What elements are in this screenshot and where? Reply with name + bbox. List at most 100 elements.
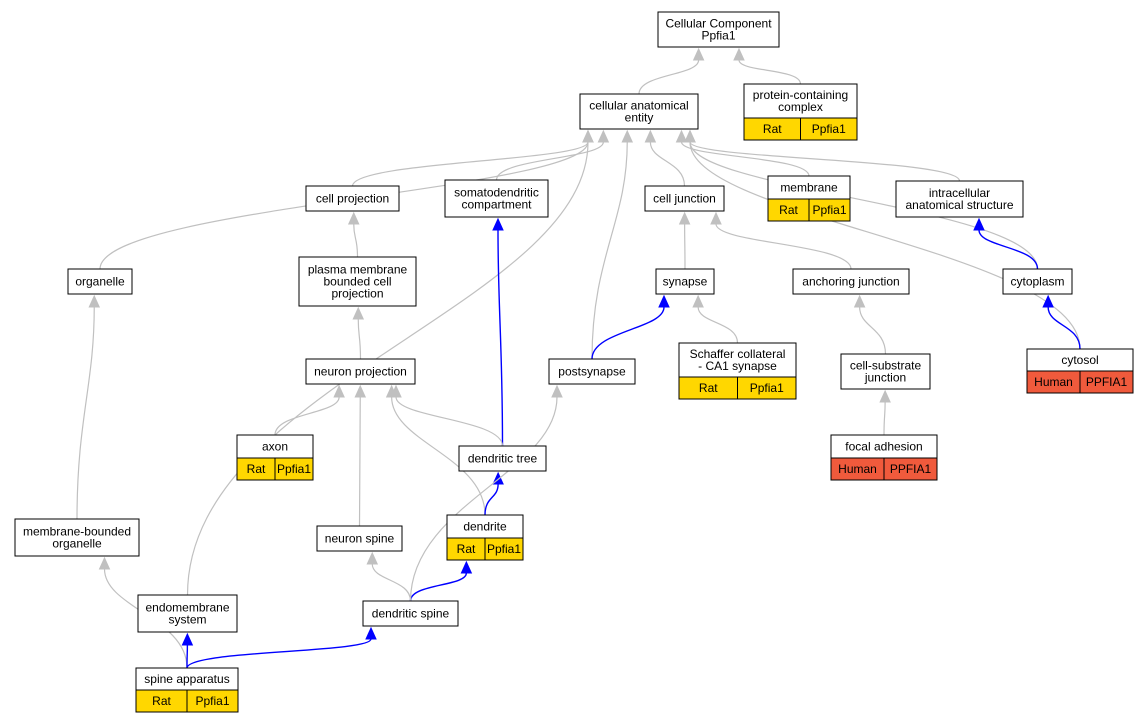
node-label: entity — [625, 111, 654, 125]
node-box — [678, 342, 797, 378]
node-postsynapse[interactable]: postsynapse — [548, 358, 636, 385]
node-label: cytosol — [1061, 353, 1098, 367]
node-label: anatomical structure — [905, 198, 1013, 212]
node-label: system — [168, 613, 206, 627]
species-label: Rat — [152, 694, 171, 708]
node-denspine[interactable]: dendritic spine — [362, 600, 459, 627]
edge-focal-to-cellsub — [883, 401, 886, 436]
edge-denspine-to-neuronspine — [371, 563, 412, 602]
node-label: anchoring junction — [802, 275, 899, 289]
node-neuronproj[interactable]: neuron projection — [305, 358, 416, 385]
edge-arrowhead — [582, 129, 594, 143]
edge-cytosol-to-cytoplasm — [1047, 306, 1081, 350]
edge-cellsub-to-anchoring — [859, 306, 887, 355]
node-label: bounded cell — [323, 275, 391, 289]
edge-postsynapse-to-synapse — [591, 306, 665, 360]
node-box — [1002, 268, 1073, 295]
edge-dentree-to-neuronproj — [395, 396, 504, 447]
gene-label: Ppfia1 — [750, 381, 784, 395]
gene-label: Ppfia1 — [277, 462, 311, 476]
node-label: membrane-bounded — [23, 525, 131, 539]
gene-label: Ppfia1 — [812, 203, 846, 217]
edge-cytoplasm-to-cae — [689, 141, 1039, 270]
edge-anchoring-to-celljunction — [715, 223, 852, 270]
node-box — [548, 358, 636, 385]
node-cellproj[interactable]: cell projection — [305, 185, 400, 212]
edge-pcc-to-root — [738, 59, 802, 85]
node-anchoring[interactable]: anchoring junction — [792, 268, 910, 295]
node-label: axon — [262, 440, 288, 454]
node-label: postsynapse — [558, 365, 626, 379]
edge-arrowhead — [98, 556, 111, 570]
node-label: dendritic spine — [372, 607, 450, 621]
edge-arrowhead — [692, 47, 705, 61]
node-box — [67, 268, 133, 295]
node-label: Schaffer collateral — [690, 347, 786, 361]
edge-schaffer-to-synapse — [697, 306, 739, 344]
edge-arrowhead — [621, 129, 634, 143]
node-label: synapse — [663, 275, 708, 289]
node-label: cytoplasm — [1010, 275, 1064, 289]
species-label: Rat — [699, 381, 718, 395]
node-box — [655, 268, 715, 295]
edge-arrowhead — [366, 551, 379, 565]
edge-arrowhead — [597, 129, 610, 143]
node-label: neuron projection — [314, 365, 407, 379]
gene-tag — [484, 537, 524, 561]
gene-tag — [737, 376, 797, 400]
edge-dendrite-to-dentree — [484, 483, 499, 516]
species-label: Human — [838, 462, 877, 476]
edge-dendrite-to-neuronproj — [391, 396, 486, 516]
node-box — [305, 185, 400, 212]
edge-endomem-to-cae — [186, 141, 589, 596]
node-organelle[interactable]: organelle — [67, 268, 133, 295]
edge-arrowhead — [853, 294, 866, 308]
gene-label: Ppfia1 — [812, 122, 846, 136]
node-celljunction[interactable]: cell junction — [644, 185, 725, 212]
edge-arrowhead — [1042, 294, 1054, 308]
node-synapse[interactable]: synapse — [655, 268, 715, 295]
gene-label: PPFIA1 — [1086, 375, 1128, 389]
node-label: neuron spine — [325, 532, 395, 546]
gene-label: Ppfia1 — [195, 694, 229, 708]
edge-celljunction-to-cae — [649, 141, 686, 187]
node-label: plasma membrane — [308, 263, 408, 277]
edge-arrowhead — [973, 217, 985, 231]
species-label: Rat — [779, 203, 798, 217]
node-label: dendritic tree — [468, 452, 538, 466]
node-box — [316, 525, 403, 552]
species-label: Human — [1034, 375, 1073, 389]
node-label: spine apparatus — [144, 672, 229, 686]
gene-tag — [1079, 370, 1134, 394]
node-dentree[interactable]: dendritic tree — [458, 445, 547, 472]
edge-arrowhead — [879, 389, 891, 403]
node-box — [298, 256, 417, 307]
edge-axon-to-neuronproj — [274, 396, 340, 436]
edge-dentree-to-somato — [497, 229, 504, 447]
node-label: cellular anatomical — [589, 99, 688, 113]
node-box — [792, 268, 910, 295]
edge-arrowhead — [733, 47, 745, 61]
node-cytoplasm[interactable]: cytoplasm — [1002, 268, 1073, 295]
node-label: organelle — [52, 537, 102, 551]
node-box — [743, 83, 858, 119]
edge-arrowhead — [385, 384, 398, 398]
node-neuronspine[interactable]: neuron spine — [316, 525, 403, 552]
